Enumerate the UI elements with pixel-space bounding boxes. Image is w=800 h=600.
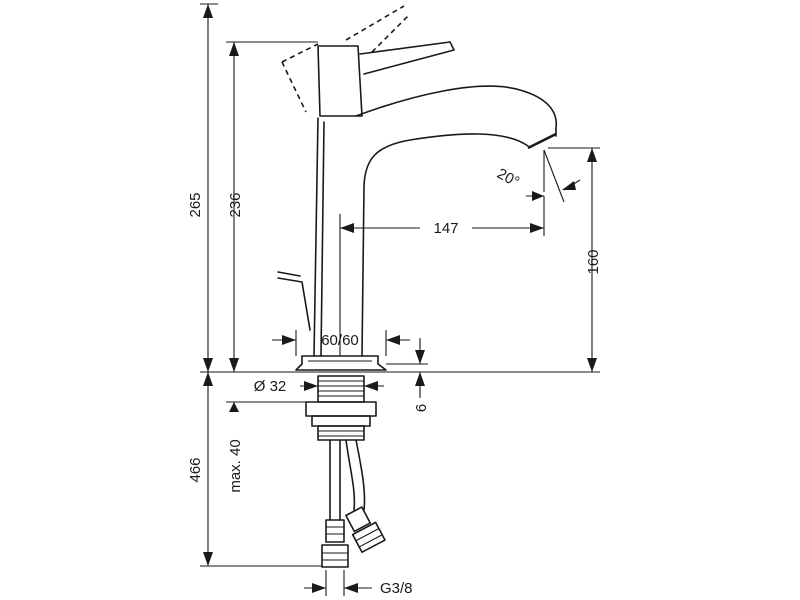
spout-tip — [527, 132, 557, 150]
threaded-shank — [305, 375, 377, 441]
shank-upper — [317, 375, 365, 403]
label-spout-height: 160 — [585, 249, 602, 274]
handle-open-dash-down — [281, 61, 307, 113]
base-plate — [295, 355, 387, 371]
shank-threads — [318, 380, 364, 397]
base-flange — [295, 355, 387, 371]
hose-right-nut — [351, 521, 386, 554]
label-counter-max: max. 40 — [227, 439, 244, 492]
dim-spout-reach — [339, 196, 545, 356]
pop-up-rod — [277, 277, 311, 331]
supply-hoses — [321, 439, 386, 568]
dim-base-diameter — [272, 330, 410, 356]
label-spout-reach: 147 — [433, 220, 458, 237]
label-base-diameter: 60/60 — [321, 332, 359, 349]
handle-cartridge — [317, 45, 363, 117]
shank-lower-threads — [318, 430, 364, 437]
body-back-line — [320, 121, 325, 357]
washer — [311, 415, 371, 427]
hose-left-fitting — [325, 519, 345, 543]
dim-total-height — [200, 3, 218, 372]
handle-open-dash-lever — [371, 13, 411, 53]
dim-hole-diameter — [300, 381, 384, 391]
shank-lower — [317, 425, 365, 441]
label-spout-angle: 20° — [494, 165, 522, 191]
handle-lever — [359, 41, 455, 75]
dim-spout-height — [548, 147, 600, 372]
pop-up-rod-top — [277, 271, 301, 277]
dim-lever-height — [226, 41, 318, 372]
hose-left — [329, 439, 341, 521]
spout-lower-edge — [361, 133, 529, 357]
label-connection: G3/8 — [380, 580, 413, 597]
faucet-body — [277, 85, 557, 357]
dim-counter-max — [226, 401, 306, 412]
dim-base-thickness — [386, 338, 428, 398]
label-hose-length: 466 — [187, 457, 204, 482]
dim-spout-angle — [526, 149, 581, 203]
fixing-nut — [305, 401, 377, 417]
hose-right-fitting — [345, 506, 372, 533]
label-base-thickness: 6 — [413, 404, 430, 412]
dim-connection — [304, 570, 372, 596]
handle-open-dash-left — [281, 43, 319, 63]
label-lever-height: 236 — [227, 192, 244, 217]
body-left-edge — [313, 117, 319, 357]
handle-open-dash-top — [345, 5, 405, 41]
hose-right-nut-lines — [355, 528, 383, 548]
label-hole-diameter: Ø 32 — [254, 378, 287, 395]
hose-right — [345, 439, 366, 511]
lever-handle — [281, 5, 455, 117]
hose-left-nut — [321, 544, 349, 568]
hose-left-fitting-lines — [326, 526, 344, 535]
dim-hose-length — [200, 372, 322, 567]
spout-upper-edge — [355, 85, 557, 129]
label-total-height: 265 — [187, 192, 204, 217]
hose-left-nut-lines — [322, 552, 348, 561]
